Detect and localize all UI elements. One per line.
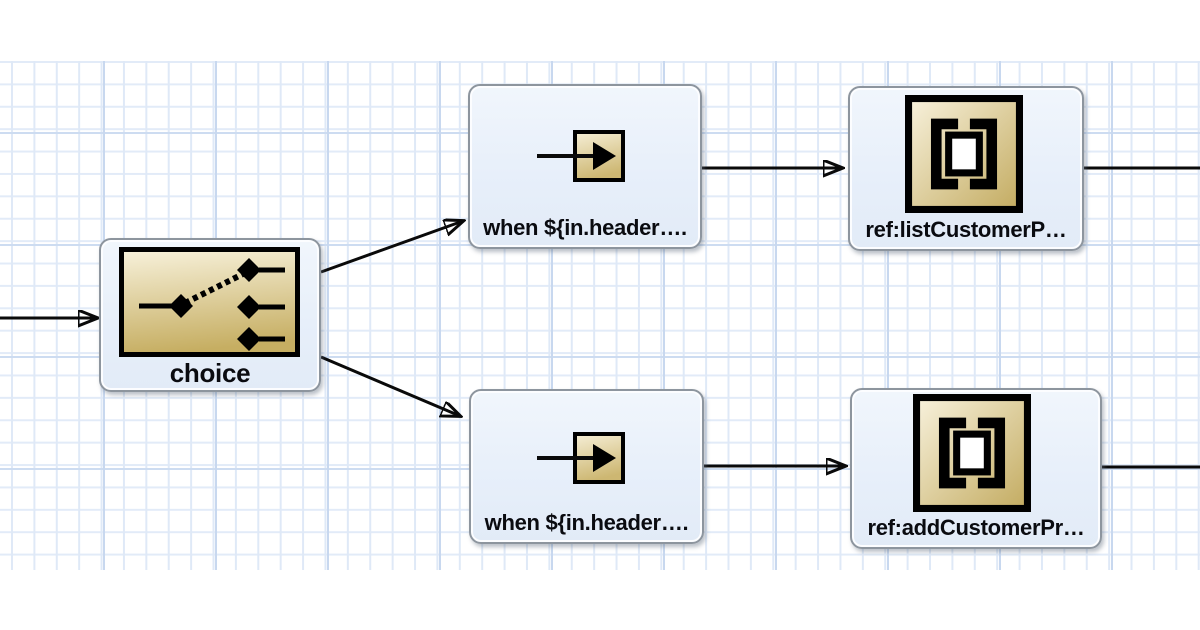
- node-choice[interactable]: choice: [99, 238, 321, 392]
- node-ref-add[interactable]: ref:addCustomerPr…: [850, 388, 1102, 549]
- bean-ref-icon: [905, 95, 1023, 213]
- bean-ref-icon: [913, 394, 1031, 512]
- arrow-into-box-icon: [537, 130, 625, 182]
- node-when-bottom[interactable]: when ${in.header….: [469, 389, 704, 544]
- node-ref-list[interactable]: ref:listCustomerP…: [848, 86, 1084, 251]
- node-ref-add-label: ref:addCustomerPr…: [867, 515, 1085, 540]
- node-when-bottom-label: when ${in.header….: [484, 510, 689, 535]
- edge-choice-to-when-top[interactable]: [320, 221, 463, 274]
- node-when-top-label: when ${in.header….: [483, 215, 687, 240]
- node-ref-list-label: ref:listCustomerP…: [865, 217, 1067, 242]
- node-when-top[interactable]: when ${in.header….: [468, 84, 702, 249]
- arrow-into-box-icon: [537, 432, 625, 484]
- edge-choice-to-when-bottom[interactable]: [320, 355, 460, 416]
- node-choice-label: choice: [169, 358, 251, 388]
- choice-switch-icon: [119, 247, 300, 357]
